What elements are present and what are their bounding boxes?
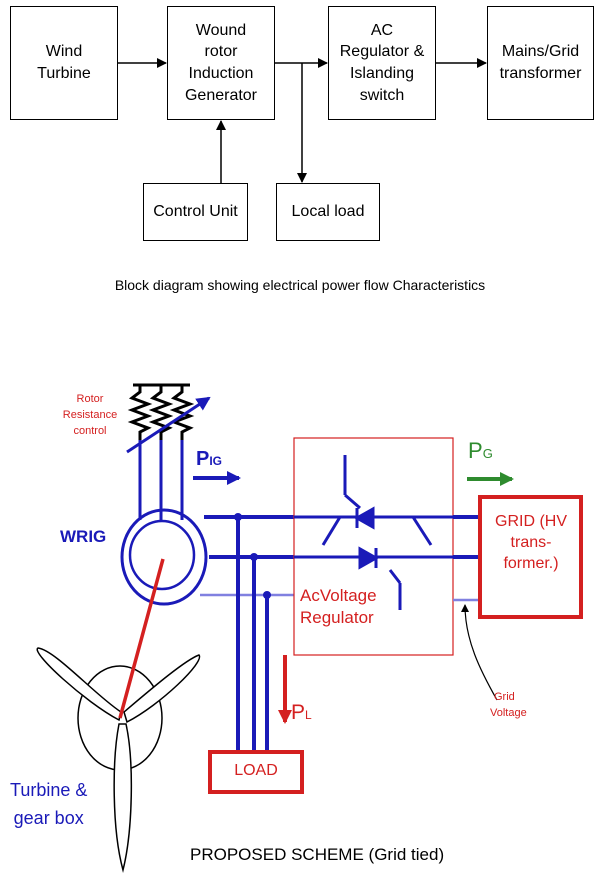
- ac-regulator-block: AC Regulator & Islanding switch: [328, 6, 436, 120]
- wind-turbine-block: Wind Turbine: [10, 6, 118, 120]
- thyristor-icon: [294, 455, 453, 546]
- wrig-label: WRIG: [60, 527, 107, 546]
- turbine-shaft: [118, 558, 165, 719]
- grid-voltage-pointer: [461, 604, 498, 701]
- junction-dot-3: [263, 591, 271, 599]
- wrig-rotor-ring: [128, 519, 196, 591]
- scheme-caption: PROPOSED SCHEME (Grid tied): [190, 845, 445, 864]
- junction-dot-2: [250, 553, 258, 561]
- mains-grid-block: Mains/Grid transformer: [487, 6, 594, 120]
- grid-voltage-label: Grid Voltage: [490, 691, 527, 719]
- rotor-leads: [138, 440, 184, 520]
- pl-label: PL: [291, 701, 312, 724]
- load-label: LOAD: [234, 762, 278, 779]
- wrig-stator-ring: [120, 508, 208, 606]
- turbine-icon: [36, 647, 201, 873]
- pg-label: PG: [468, 438, 493, 463]
- turbine-label: Turbine & gear box: [10, 780, 88, 828]
- rotor-resistance-label: Rotor Resistance control: [62, 393, 118, 437]
- junction-dot-1: [234, 513, 242, 521]
- block-diagram-caption: Block diagram showing electrical power f…: [114, 277, 486, 293]
- variable-resistance-arrow: [126, 396, 211, 454]
- pig-label: PIG: [196, 448, 223, 470]
- local-load-block: Local load: [276, 183, 380, 241]
- grid-label: GRID (HV trans- former.): [495, 513, 567, 572]
- control-unit-block: Control Unit: [143, 183, 248, 241]
- rotor-resistance-icon: [127, 383, 195, 440]
- load-feeders: [236, 517, 269, 752]
- wrig-block: Wound rotor Induction Generator: [167, 6, 275, 120]
- regulator-label: AcVoltage Regulator: [300, 586, 377, 627]
- block-diagram-arrows: [118, 58, 487, 183]
